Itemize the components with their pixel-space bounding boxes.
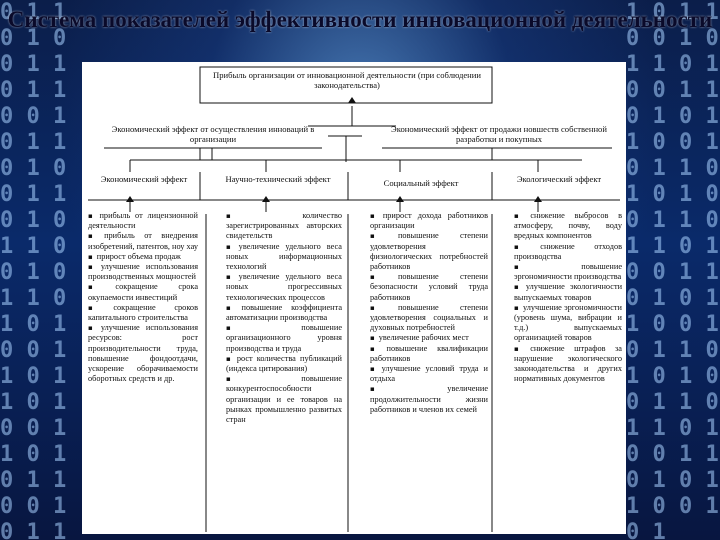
list-item-text: увеличение удельного веса новых информац… — [226, 242, 342, 271]
column-scientific: ▪количество зарегистрированных авторских… — [226, 211, 342, 425]
bullet-icon: ▪ — [514, 243, 536, 251]
category-ecological: Экологический эффект — [500, 174, 618, 184]
list-item-text: улучшение экологичности выпускаемых това… — [514, 282, 622, 301]
list-item-text: повышение коэффициента автоматизации про… — [226, 303, 342, 322]
list-item: ▪повышение квалификации работников — [370, 344, 488, 364]
list-item: ▪повышение степени удовлетворения социал… — [370, 303, 488, 334]
list-item-text: повышение квалификации работников — [370, 344, 488, 363]
bullet-icon: ▪ — [370, 334, 375, 342]
middle-left-box: Экономический эффект от осуществления ин… — [104, 124, 322, 144]
bullet-icon: ▪ — [88, 324, 97, 332]
bullet-icon: ▪ — [226, 304, 238, 312]
list-item: ▪прирост дохода работников организации — [370, 211, 488, 231]
column-social: ▪прирост дохода работников организации▪п… — [370, 211, 488, 415]
list-item: ▪рост количества публикаций (индекса цит… — [226, 354, 342, 374]
bullet-icon: ▪ — [226, 243, 235, 251]
category-social: Социальный эффект — [358, 178, 484, 188]
list-item: ▪количество зарегистрированных авторских… — [226, 211, 342, 242]
binary-decoration-right: 1 0 1 1 0 0 1 0 1 1 0 1 0 0 1 1 0 1 0 1 … — [626, 0, 720, 540]
list-item: ▪повышение коэффициента автоматизации пр… — [226, 303, 342, 323]
column-economic: ▪прибыль от лицензионной деятельности▪пр… — [88, 211, 198, 384]
list-item-text: улучшение использования ресурсов: рост п… — [88, 323, 198, 383]
bullet-icon: ▪ — [514, 345, 526, 353]
list-item-text: улучшение использования производственных… — [88, 262, 198, 281]
bullet-icon: ▪ — [370, 304, 394, 312]
bullet-icon: ▪ — [370, 345, 383, 353]
slide-title: Система показателей эффективности иннова… — [0, 2, 720, 38]
list-item-text: прирост дохода работников организации — [370, 211, 488, 230]
list-item: ▪повышение организационного уровня произ… — [226, 323, 342, 354]
list-item: ▪улучшение эргономичности (уровень шума,… — [514, 303, 622, 344]
list-item: ▪сокращение сроков капитального строител… — [88, 303, 198, 323]
column-ecological: ▪снижение выбросов в атмосферу, почву, в… — [514, 211, 622, 384]
bullet-icon: ▪ — [514, 263, 577, 271]
bullet-icon: ▪ — [370, 232, 394, 240]
list-item: ▪улучшение экологичности выпускаемых тов… — [514, 282, 622, 302]
bullet-icon: ▪ — [88, 283, 111, 291]
list-item-text: улучшение эргономичности (уровень шума, … — [514, 303, 622, 343]
list-item: ▪повышение конкурентоспособности организ… — [226, 374, 342, 425]
bullet-icon: ▪ — [370, 273, 394, 281]
list-item-text: рост количества публикаций (индекса цити… — [226, 354, 342, 373]
bullet-icon: ▪ — [370, 365, 378, 373]
list-item-text: снижение штрафов за нарушение экологичес… — [514, 344, 622, 384]
top-box: Прибыль организации от инновационной дея… — [204, 70, 490, 90]
bullet-icon: ▪ — [514, 212, 526, 220]
list-item: ▪улучшение условий труда и отдыха — [370, 364, 488, 384]
list-item-text: прибыль от внедрения изобретений, патент… — [88, 231, 198, 250]
list-item-text: увеличение рабочих мест — [379, 333, 469, 342]
bullet-icon: ▪ — [370, 212, 379, 220]
binary-decoration-left: 0 1 1 0 1 0 0 1 1 0 1 1 0 0 1 0 1 1 0 1 … — [0, 0, 82, 540]
bullet-icon: ▪ — [88, 304, 109, 312]
bullet-icon: ▪ — [226, 273, 235, 281]
list-item: ▪сокращение срока окупаемости инвестиций — [88, 282, 198, 302]
bullet-icon: ▪ — [514, 304, 519, 312]
bullet-icon: ▪ — [370, 385, 443, 393]
list-item: ▪ увеличение рабочих мест — [370, 333, 488, 343]
middle-right-box: Экономический эффект от продажи новшеств… — [384, 124, 614, 144]
list-item: ▪снижение выбросов в атмосферу, почву, в… — [514, 211, 622, 242]
list-item: ▪увеличение удельного веса новых прогрес… — [226, 272, 342, 303]
list-item: ▪повышение степени удовлетворения физиол… — [370, 231, 488, 272]
list-item: ▪улучшение использования производственны… — [88, 262, 198, 282]
bullet-icon: ▪ — [226, 324, 297, 332]
bullet-icon: ▪ — [88, 263, 97, 271]
list-item: ▪повышение эргономичности производства — [514, 262, 622, 282]
list-item: ▪снижение штрафов за нарушение экологиче… — [514, 344, 622, 385]
bullet-icon: ▪ — [88, 232, 100, 240]
list-item-text: улучшение условий труда и отдыха — [370, 364, 488, 383]
bullet-icon: ▪ — [88, 253, 93, 261]
list-item-text: увеличение удельного веса новых прогресс… — [226, 272, 342, 301]
list-item: ▪увеличение удельного веса новых информа… — [226, 242, 342, 273]
category-scientific: Научно-технический эффект — [216, 174, 340, 184]
list-item: ▪улучшение использования ресурсов: рост … — [88, 323, 198, 384]
list-item-text: прибыль от лицензионной деятельности — [88, 211, 198, 230]
bullet-icon: ▪ — [514, 283, 522, 291]
list-item: ▪снижение отходов производства — [514, 242, 622, 262]
bullet-icon: ▪ — [226, 212, 298, 220]
list-item: ▪прибыль от лицензионной деятельности — [88, 211, 198, 231]
list-item-text: снижение выбросов в атмосферу, почву, во… — [514, 211, 622, 240]
list-item: ▪увеличение продолжительности жизни рабо… — [370, 384, 488, 415]
list-item: ▪ прирост объема продаж — [88, 252, 198, 262]
list-item: ▪повышение степени безопасности условий … — [370, 272, 488, 303]
bullet-icon: ▪ — [226, 355, 233, 363]
list-item-text: прирост объема продаж — [97, 252, 181, 261]
category-economic: Экономический эффект — [94, 174, 194, 184]
list-item: ▪прибыль от внедрения изобретений, патен… — [88, 231, 198, 251]
bullet-icon: ▪ — [226, 375, 297, 383]
bullet-icon: ▪ — [88, 212, 95, 220]
